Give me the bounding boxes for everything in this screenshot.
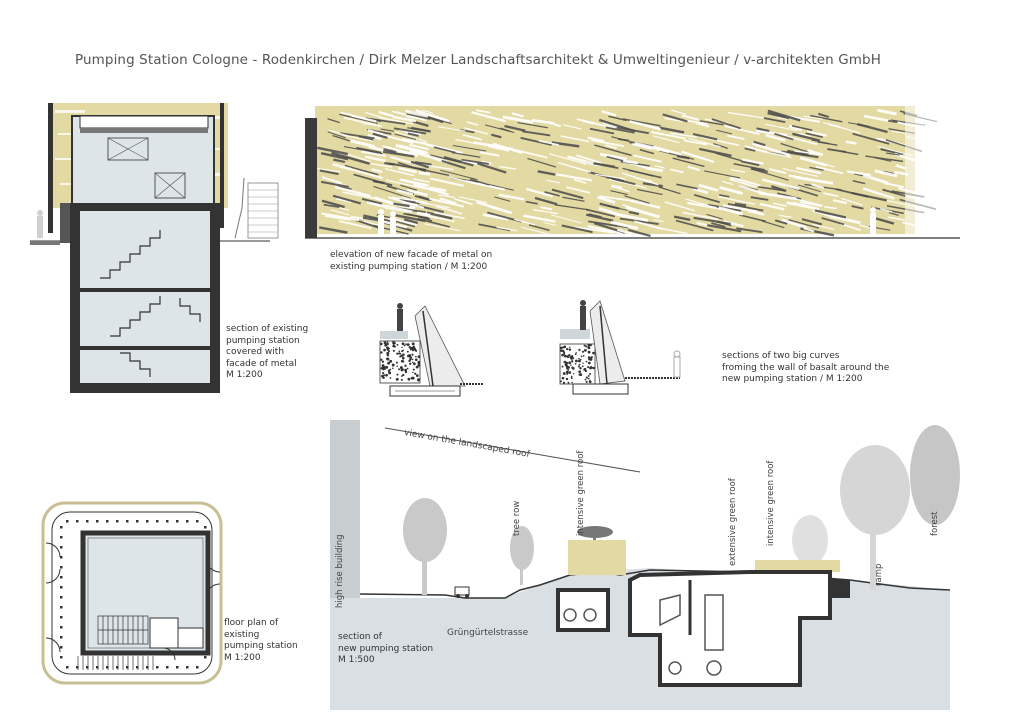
label-ramp: ramp <box>874 563 884 586</box>
existing-station-section-drawing <box>30 103 279 393</box>
facade-elevation-drawing <box>305 106 960 239</box>
label-street: Grüngürtelstrasse <box>447 628 529 638</box>
new-station-section-drawing <box>330 420 960 710</box>
label-intensive-green-roof-2: intensive green roof <box>766 460 776 546</box>
caption-new-section: section of new pumping station M 1:500 <box>338 632 434 665</box>
curve-section-2 <box>559 300 681 395</box>
caption-existing-section: section of existing pumping station cove… <box>226 324 309 380</box>
label-intensive-green-roof-1: intensive green roof <box>576 450 586 536</box>
label-extensive-green-roof: extensive green roof <box>728 478 738 566</box>
page-title: Pumping Station Cologne - Rodenkirchen /… <box>75 52 881 68</box>
floor-plan-drawing <box>41 501 223 685</box>
caption-elevation: elevation of new facade of metal on exis… <box>330 250 493 272</box>
caption-floor-plan: floor plan of existing pumping station M… <box>224 618 298 663</box>
curve-section-1 <box>379 303 483 397</box>
facade-metal-strips <box>316 108 938 237</box>
label-high-rise-building: high rise building <box>335 534 345 609</box>
caption-curves: sections of two big curves froming the w… <box>722 351 890 384</box>
label-forest: forest <box>930 511 940 537</box>
label-tree-row: tree row <box>512 500 522 536</box>
